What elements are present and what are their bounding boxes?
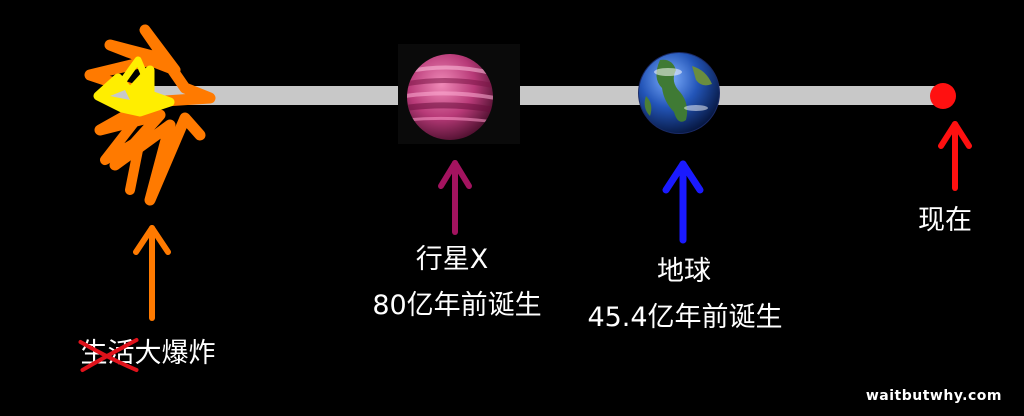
explosion-scribble-icon <box>84 24 216 206</box>
earth-globe-icon <box>638 52 720 134</box>
earth-age: 45.4亿年前诞生 <box>587 302 783 333</box>
big-bang-text: 大爆炸 <box>134 338 216 369</box>
pink-gas-planet-icon <box>398 44 520 144</box>
planet-x-arrow <box>438 160 472 235</box>
big-bang-label: 生活 大爆炸 <box>78 338 216 372</box>
planet-x-name: 行星X <box>415 244 489 275</box>
earth-arrow <box>662 160 704 244</box>
now-label: 现在 <box>918 205 972 236</box>
timeline-bar <box>150 86 945 105</box>
earth-name: 地球 <box>657 256 711 287</box>
planet-x-age: 80亿年前诞生 <box>372 290 542 321</box>
red-dot-marker-icon <box>930 83 956 109</box>
struck-out-word: 生活 <box>78 338 139 372</box>
now-arrow <box>938 121 972 191</box>
watermark-text[interactable]: waitbutwhy.com <box>865 388 1002 404</box>
big-bang-arrow <box>133 225 171 321</box>
struck-text: 生活 <box>80 338 135 369</box>
